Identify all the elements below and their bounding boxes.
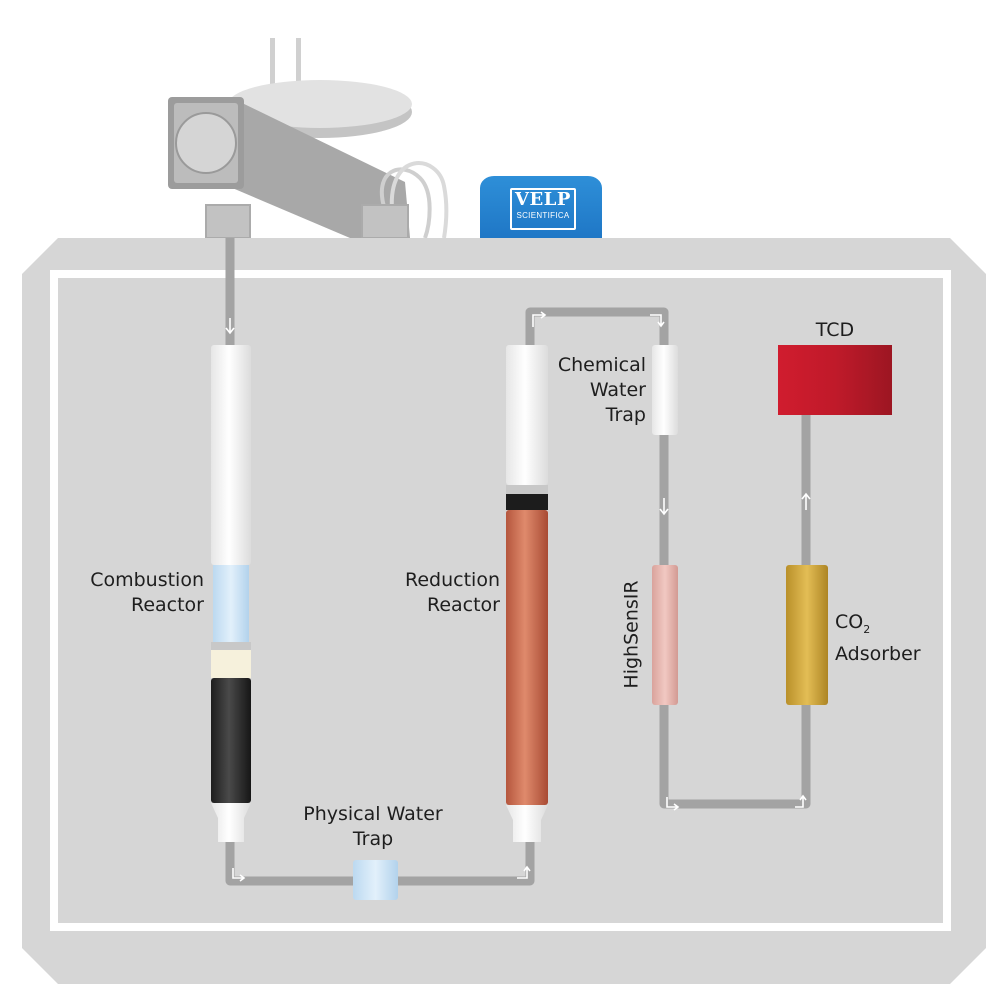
inlet-port-right (361, 204, 409, 239)
reduction-reactor (506, 345, 548, 842)
arrow-to-tcd (801, 492, 811, 510)
feeder-arm (190, 102, 410, 238)
co2-label-line1: CO2 (835, 610, 975, 642)
combustion-quartz-section (213, 565, 249, 642)
co2-formula: CO (835, 611, 864, 633)
physical-trap-label-line1: Physical Water (303, 803, 443, 825)
highsensir-detector (652, 565, 678, 705)
arrow-top-right (650, 314, 665, 328)
inlet-port-left (205, 204, 251, 239)
reduction-separator (506, 485, 548, 494)
tcd-label: TCD (815, 319, 855, 341)
gas-tube-a (379, 167, 432, 239)
co2-subscript: 2 (863, 622, 871, 636)
brand-logo-badge: VELP SCIENTIFICA (480, 176, 602, 238)
reduction-label-line1: Reduction (405, 569, 500, 591)
reduction-reactor-label: Reduction Reactor (340, 568, 500, 618)
arrow-co2-bottom (795, 794, 807, 808)
combustion-wool-plug (211, 650, 251, 678)
arrow-to-ir (659, 498, 669, 516)
reduction-black-band (506, 494, 548, 510)
combustion-upper-tube (211, 345, 251, 565)
brand-name: VELP (515, 189, 571, 210)
co2-label-line2: Adsorber (835, 642, 921, 665)
arrow-bottom-left (232, 868, 246, 882)
combustion-label-line1: Combustion (90, 569, 204, 591)
co2-adsorber-label: CO2 Adsorber (835, 610, 975, 667)
arrow-inlet-down (225, 318, 235, 335)
needle-right (296, 38, 301, 100)
chemical-trap-label-line3: Trap (605, 404, 646, 426)
brand-subtitle: SCIENTIFICA (516, 211, 570, 220)
combustion-label-line2: Reactor (130, 594, 204, 616)
chemical-water-trap-label: Chemical Water Trap (505, 353, 646, 428)
reduction-copper-bed (506, 510, 548, 805)
co2-adsorber (786, 565, 828, 705)
highsensir-label: HighSensIR (620, 580, 643, 689)
reduction-outlet-cone (506, 805, 548, 842)
chemical-trap-label-line1: Chemical (557, 354, 646, 376)
carousel-disc (175, 112, 237, 174)
needle-left (270, 38, 275, 100)
cabinet-border (50, 270, 951, 931)
cabinet (22, 238, 986, 984)
reduction-upper-tube (506, 345, 548, 485)
sample-tray-top (228, 80, 412, 128)
autosampler (168, 38, 449, 239)
combustion-catalyst-bed (211, 678, 251, 803)
flow-arrows (225, 311, 811, 882)
chemical-trap-label-line2: Water (589, 379, 646, 401)
physical-water-trap-label: Physical Water Trap (273, 802, 473, 852)
physical-trap-label-line2: Trap (352, 828, 394, 850)
reduction-label-line2: Reactor (426, 594, 500, 616)
chemical-water-trap (652, 345, 678, 435)
tcd-detector (778, 345, 892, 415)
arrow-top-left (532, 311, 547, 327)
physical-water-trap (353, 860, 398, 900)
brand-logo: VELP SCIENTIFICA (510, 188, 576, 230)
gas-tube-b (389, 161, 449, 239)
arrow-bottom-right (517, 865, 531, 879)
combustion-separator (211, 642, 251, 650)
combustion-reactor (211, 345, 251, 842)
arrow-ir-bottom (666, 797, 680, 811)
combustion-reactor-label: Combustion Reactor (40, 568, 204, 618)
pipe-top-loop (525, 307, 669, 345)
combustion-outlet-cone (211, 803, 251, 842)
pipe-ir-to-co2 (659, 705, 811, 809)
